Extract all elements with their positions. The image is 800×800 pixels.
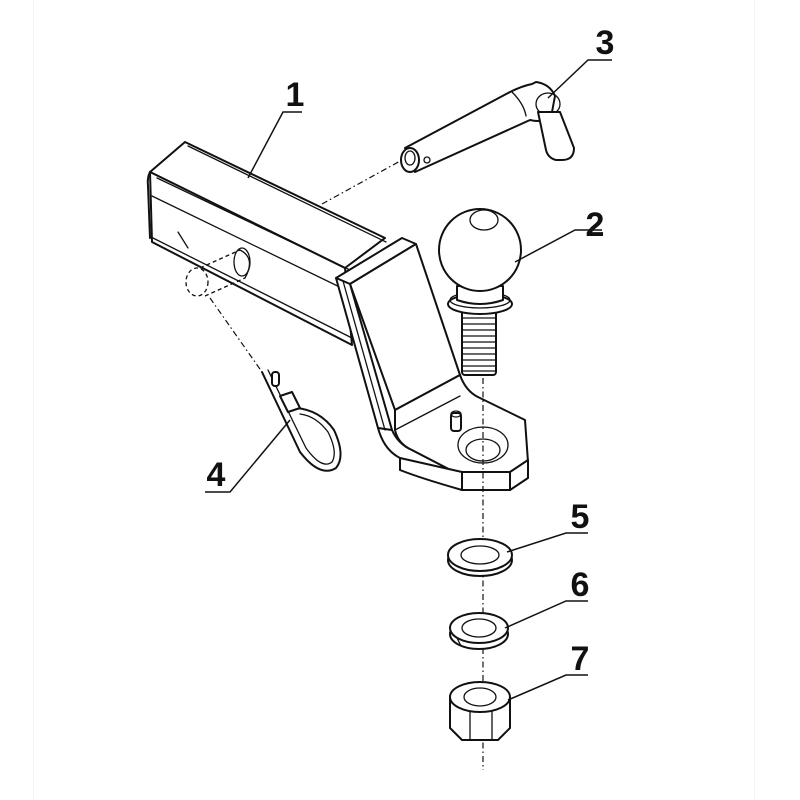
callout-6: 6 [570, 566, 590, 604]
callout-2: 2 [585, 206, 605, 244]
ball-mount-shank [146, 141, 387, 346]
pin-through-hole [185, 247, 251, 297]
hitch-ball [438, 208, 522, 376]
drawing-frame [33, 0, 755, 800]
callout-4: 4 [206, 456, 226, 494]
flat-washer [447, 538, 513, 577]
lock-washer [449, 612, 509, 650]
hex-nut [449, 681, 511, 741]
clip-alignment-line [209, 297, 263, 373]
callout-1: 1 [285, 76, 305, 114]
pin-alignment-line [321, 159, 403, 205]
hitch-pin [400, 81, 575, 173]
drop-bracket [335, 237, 529, 491]
callout-3: 3 [595, 24, 615, 62]
callout-7: 7 [570, 640, 590, 678]
leader-lines [205, 59, 612, 701]
hitch-pin-clip [261, 369, 342, 472]
callout-5: 5 [570, 498, 590, 536]
